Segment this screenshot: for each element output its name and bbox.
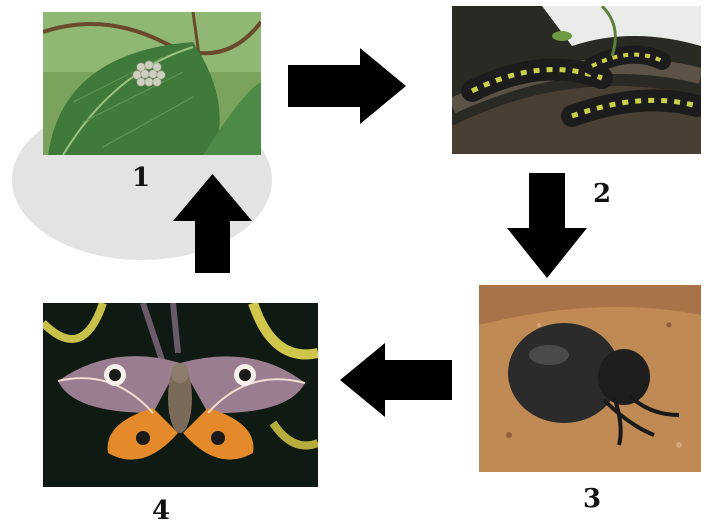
arrow-up-icon	[173, 174, 252, 273]
photo-caterpillars	[452, 6, 701, 154]
photo-pupa	[479, 285, 701, 472]
stage-label-3: 3	[572, 484, 612, 514]
photo-eggs-on-leaf	[43, 12, 261, 155]
stage-label-2: 2	[582, 179, 622, 209]
arrow-right-icon	[288, 48, 406, 124]
arrow-left-icon	[340, 343, 452, 417]
stage-label-4: 4	[141, 496, 181, 526]
photo-adult-moth	[43, 303, 318, 487]
stage-label-1: 1	[121, 163, 161, 193]
arrow-down-icon	[507, 173, 587, 278]
